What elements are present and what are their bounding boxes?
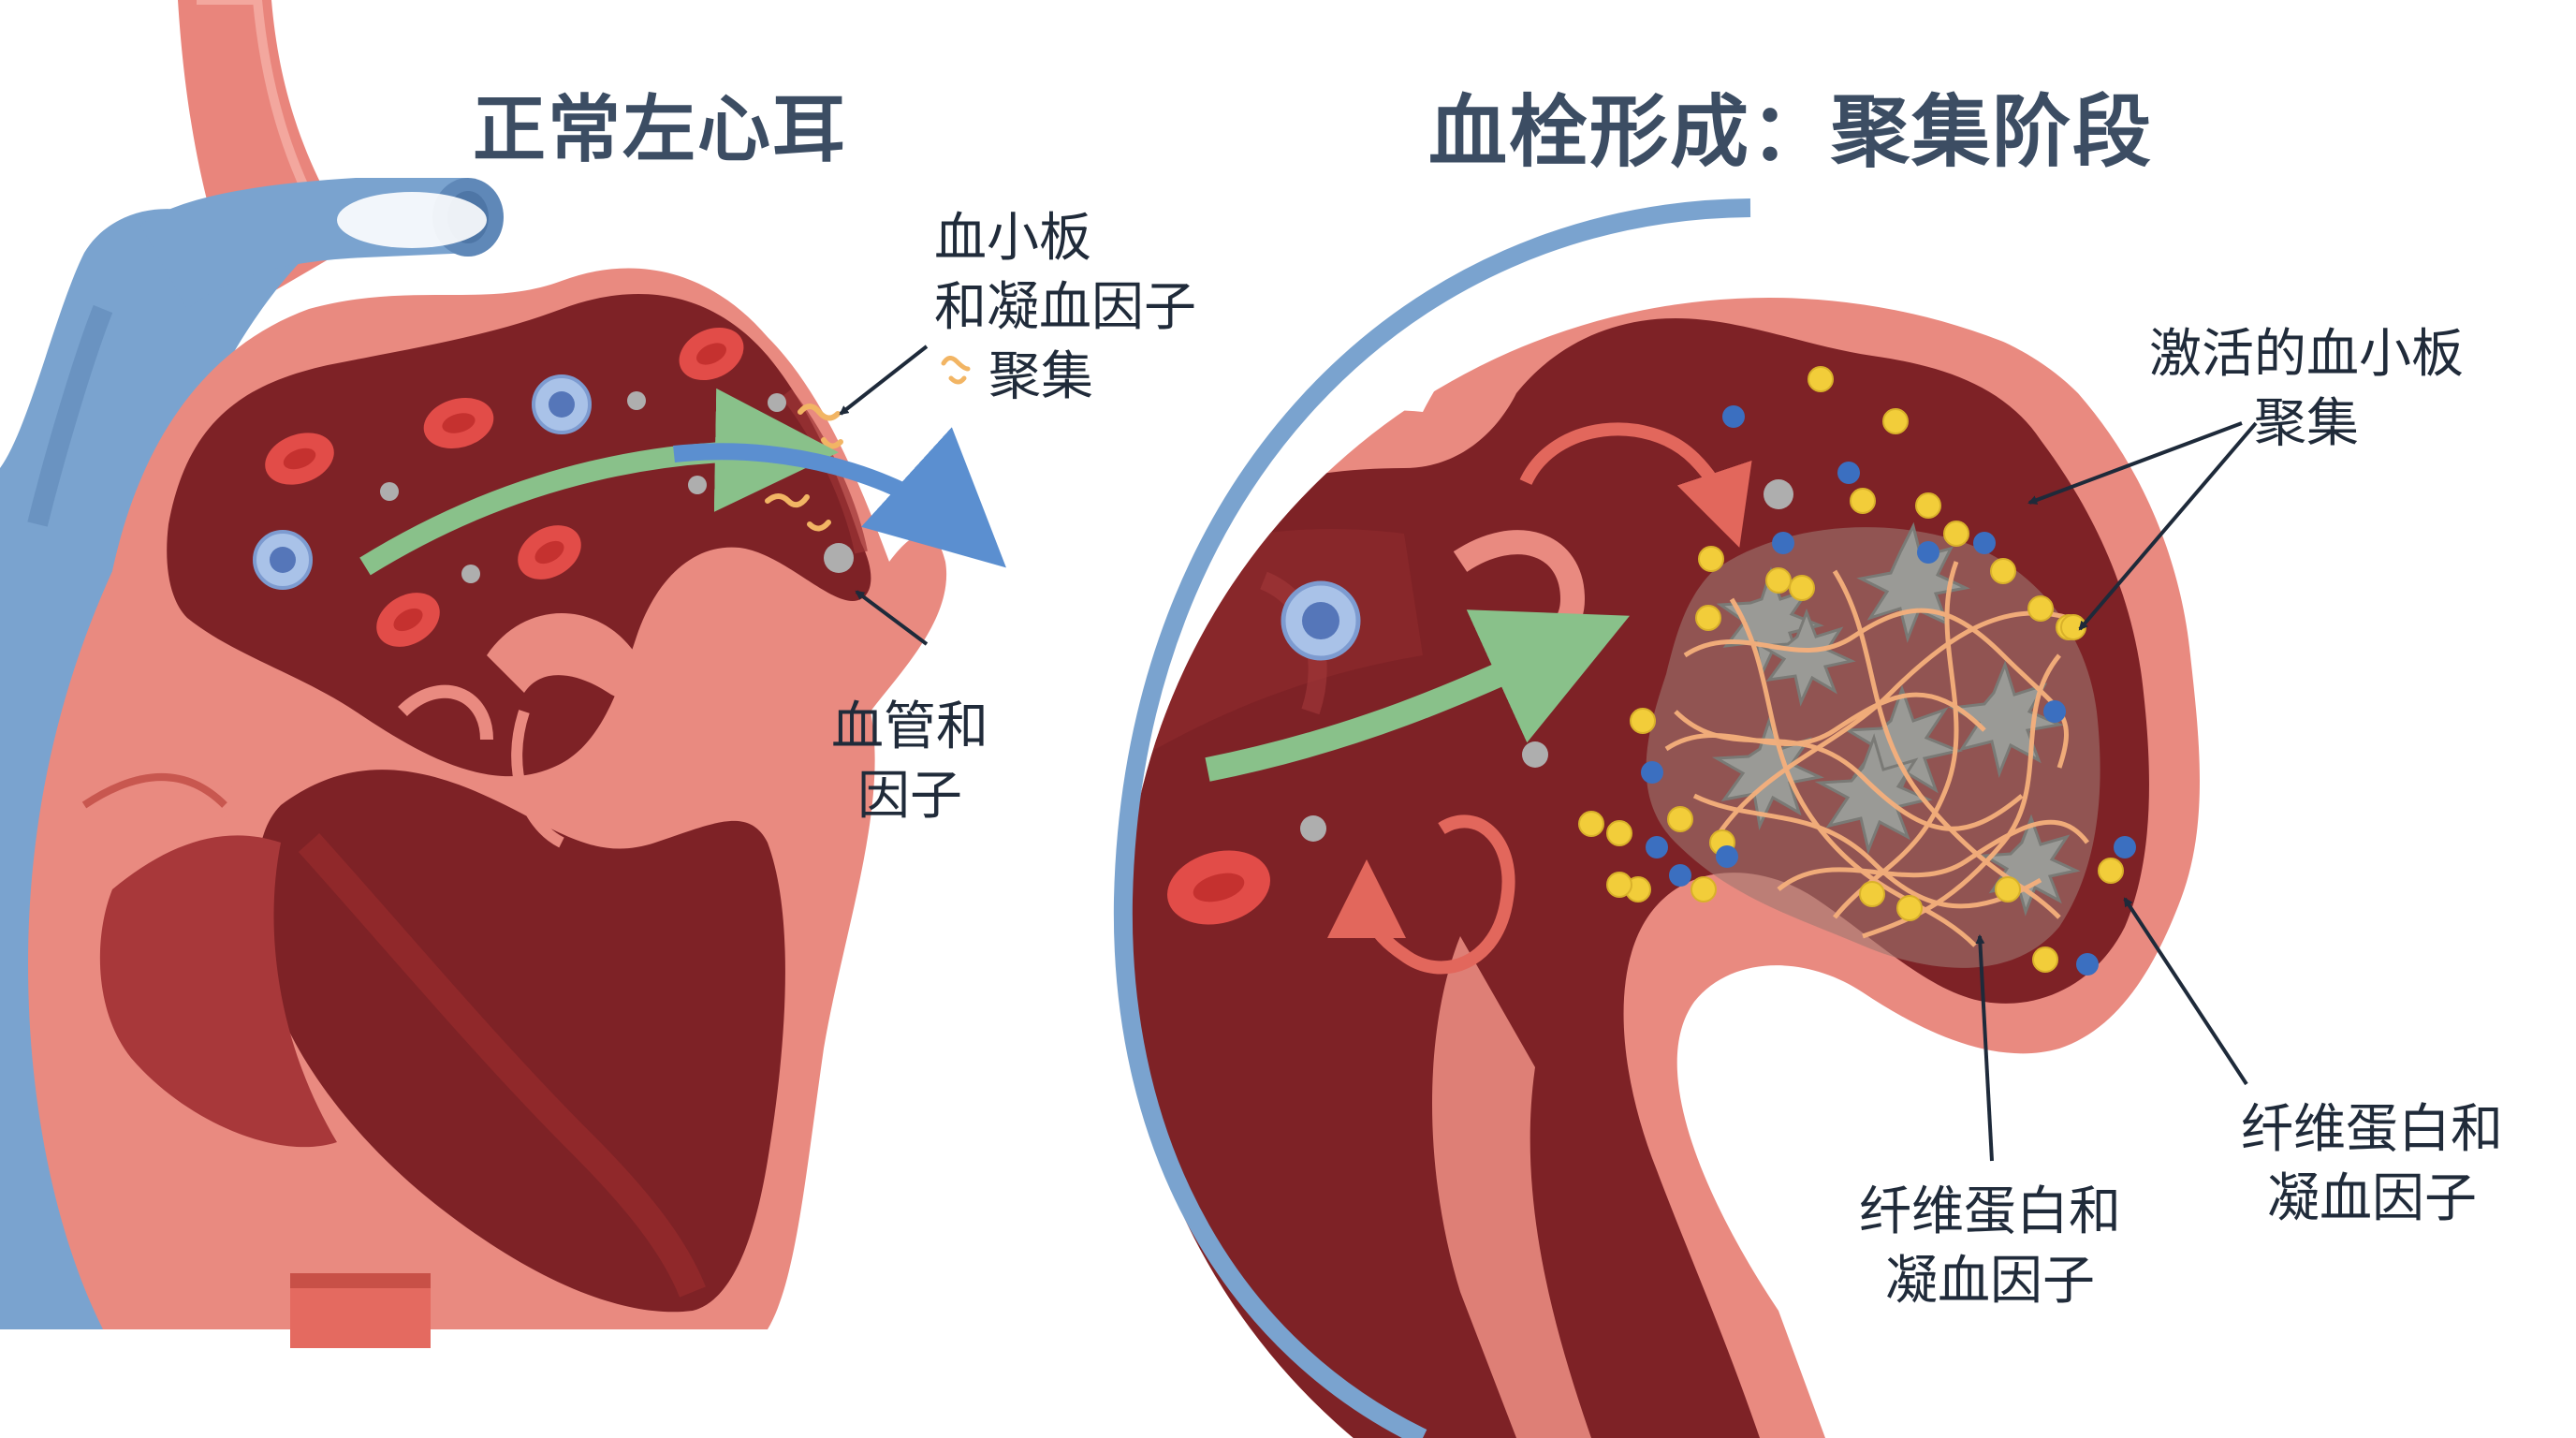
leader-activated-2	[2078, 421, 2258, 631]
title-thrombus-formation: 血栓形成：聚集阶段	[1428, 86, 2154, 178]
magnification-arc	[1113, 198, 1751, 1438]
magnified-cells	[1167, 479, 1793, 925]
label-fibrin-right: 纤维蛋白和 凝血因子	[2241, 1095, 2503, 1234]
leader-activated-1	[2027, 421, 2243, 505]
flow-arrow-green-magnified	[1205, 609, 1631, 782]
title-normal-appendage: 正常左心耳	[473, 88, 848, 172]
label-line: 聚集	[988, 346, 1093, 407]
flow-arrow-red-top	[1519, 422, 1752, 548]
label-line: 凝血因子	[1885, 1251, 2095, 1312]
label-vessels-factors: 血管和 因子	[831, 693, 988, 831]
label-line: 凝血因子	[2267, 1168, 2477, 1229]
label-line: 纤维蛋白和	[1859, 1181, 2121, 1242]
blood-flow-arrow-blue	[673, 427, 1006, 568]
left-ventricle	[256, 770, 785, 1313]
label-line: 血小板	[934, 208, 1091, 269]
leader-fibrin-right	[2123, 897, 2248, 1086]
label-line: 因子	[857, 766, 962, 827]
label-line: 纤维蛋白和	[2241, 1099, 2503, 1160]
flow-arrow-red-swirl	[1327, 814, 1515, 975]
red-blood-cells	[265, 327, 744, 647]
thrombus-aggregate	[1578, 366, 2136, 976]
label-line: 和凝血因子	[934, 277, 1196, 338]
callout-leaders	[839, 345, 2258, 1162]
label-line: 血管和	[831, 697, 988, 757]
label-activated-platelets: 激活的血小板 聚集	[2149, 320, 2464, 459]
label-platelets-clotting-factors: 血小板 和凝血因子 聚集	[934, 204, 1196, 412]
legend-squiggle	[941, 356, 971, 385]
label-fibrin-center: 纤维蛋白和 凝血因子	[1859, 1178, 2121, 1316]
left-atrial-appendage	[167, 294, 871, 777]
heart-illustration	[0, 0, 1006, 1348]
label-line: 聚集	[2254, 393, 2359, 454]
leader-fibrin-center	[1975, 934, 1994, 1162]
leader-platelets-left	[839, 345, 929, 416]
label-line: 激活的血小板	[2149, 324, 2464, 385]
white-blood-cells	[253, 374, 592, 590]
mitral-valve	[487, 613, 645, 699]
leader-vessels-left	[855, 590, 929, 646]
